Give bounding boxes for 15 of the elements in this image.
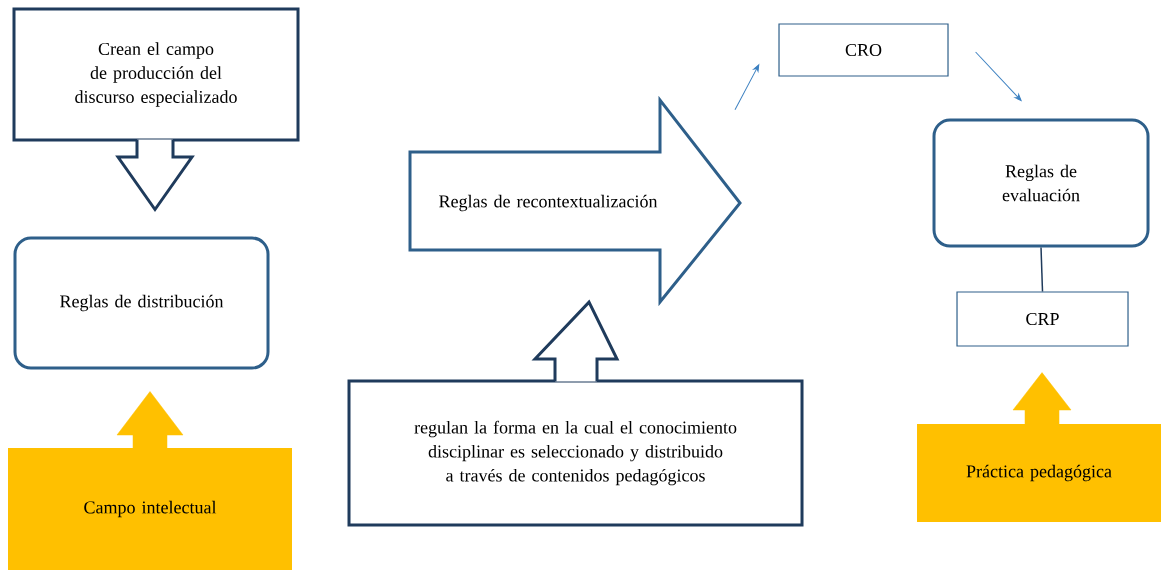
rounded-box: Reglas de evaluación [932, 118, 1150, 248]
callout-box: regulan la forma en la cual el conocimiento disciplinar es seleccionado y distribuido a través de contenidos pedagógicos [347, 379, 804, 527]
callout-box: Práctica pedagógica [917, 424, 1161, 522]
process-box: CRO [778, 23, 949, 77]
callout-box: Crean el campo de producción del discurso especializado [12, 7, 300, 142]
block-arrow [115, 138, 195, 213]
block-arrow [531, 299, 620, 383]
process-box: CRP [956, 291, 1129, 347]
rounded-box: Reglas de distribución [13, 236, 270, 370]
connector-line [1040, 246, 1044, 293]
callout-box: Campo intelectual [8, 448, 292, 570]
arrow [975, 51, 1022, 101]
block-arrow [116, 391, 184, 451]
block-arrow [1012, 372, 1072, 427]
arrow [734, 64, 760, 111]
